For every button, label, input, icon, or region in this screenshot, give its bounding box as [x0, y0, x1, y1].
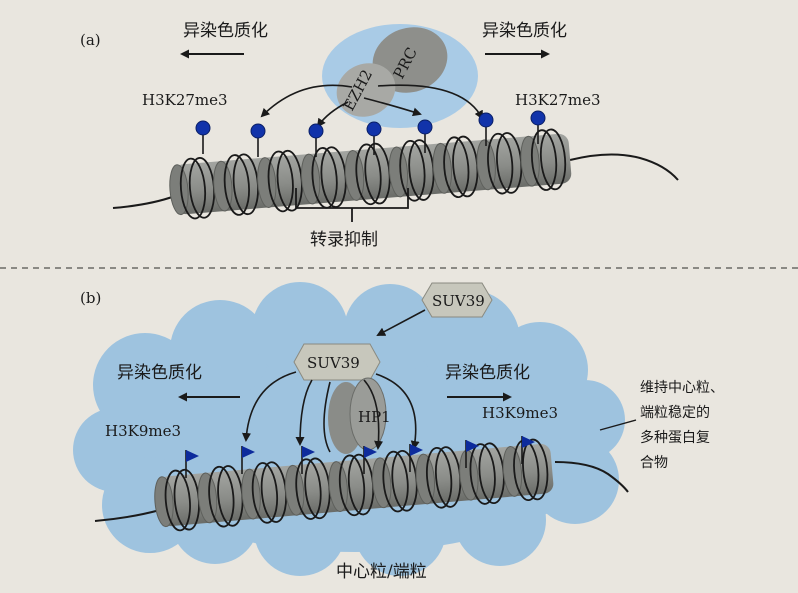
nucleosome: [328, 453, 375, 517]
methyl-lollipop-icon: [478, 112, 494, 146]
arrow-complex-to-left: [260, 84, 353, 118]
repression-label: 转录抑制: [310, 230, 378, 250]
heterochromatin-label-left-a: 异染色质化: [183, 21, 268, 41]
nucleosome: [372, 449, 418, 513]
nucleosome: [154, 468, 200, 532]
methyl-flag-icon: [185, 450, 199, 478]
panel-a-label: (a): [80, 31, 101, 49]
h3k9me3-marks: [185, 436, 535, 478]
methyl-lollipop-icon: [308, 123, 324, 157]
suv39-middle-label: SUV39: [307, 354, 360, 372]
prc-complex: EZH2 PRC: [336, 27, 448, 117]
arrow-complex-to-right-near: [363, 97, 422, 117]
methyl-flag-icon: [363, 446, 377, 474]
arrow-suv39-2: [295, 379, 313, 446]
arrow-suv39-3: [323, 381, 331, 453]
nucleosome: [520, 128, 567, 191]
suv39-top-shape: [421, 282, 493, 318]
panel-b-label: (b): [80, 289, 101, 307]
centromere-telomere-label: 中心粒/端粒: [336, 562, 427, 582]
arrow-suv39-4: [363, 379, 384, 450]
fiber-body: [169, 128, 572, 220]
methyl-lollipop-icon: [417, 119, 433, 153]
arrow-suv39-5: [375, 373, 420, 450]
panel-b: (b) SUV39 SUV39 HP1 异染色质化 异染色质化 H3K9me3 …: [73, 282, 724, 582]
methyl-flag-icon: [409, 444, 423, 472]
dna-tail-left-b: [94, 509, 161, 522]
complex-note-line2: 端粒稳定的: [640, 405, 710, 421]
methyl-flag-icon: [241, 446, 255, 474]
chromatin-fiber-b: [154, 438, 554, 532]
methyl-lollipop-icon: [366, 121, 382, 155]
methyl-lollipop-icon: [530, 110, 546, 144]
dna-tail-right-b: [554, 461, 629, 493]
dna-tail-left-a: [112, 195, 176, 209]
arrow-suv39-recruit: [376, 309, 426, 336]
chromatin-fiber-a: [169, 128, 572, 220]
arrow-complex-to-center: [316, 101, 349, 128]
nucleosome: [213, 153, 259, 216]
suv39-top-label: SUV39: [432, 292, 485, 310]
complex-note-line3: 多种蛋白复: [640, 429, 710, 446]
nucleosome: [415, 446, 462, 509]
hp1-shape: [328, 377, 387, 454]
methyl-flag-icon: [465, 440, 479, 468]
h3k27me3-marks: [195, 110, 546, 157]
suv39-middle-shape: [293, 343, 381, 381]
h3k9me3-label-right: H3K9me3: [482, 404, 558, 422]
methyl-lollipop-icon: [250, 123, 266, 157]
h3k9me3-label-left: H3K9me3: [105, 422, 181, 440]
complex-note-line4: 合物: [640, 455, 668, 471]
h3k27me3-label-left: H3K27me3: [142, 91, 228, 109]
h3k27me3-label-right: H3K27me3: [515, 91, 601, 109]
heterochromatin-label-right-b: 异染色质化: [445, 363, 530, 383]
dna-tail-right-a: [569, 153, 679, 181]
heterochromatin-label-left-b: 异染色质化: [117, 363, 202, 383]
heterochromatin-label-right-a: 异染色质化: [482, 21, 567, 41]
methyl-lollipop-icon: [195, 120, 211, 154]
nucleosome: [476, 132, 523, 195]
fiber-body: [154, 438, 554, 532]
arrow-suv39-1: [242, 371, 297, 442]
nucleosome: [257, 149, 303, 213]
hp1-label: HP1: [358, 408, 391, 426]
complex-note-pointer: [599, 419, 637, 431]
arrow-complex-to-right-far: [377, 84, 483, 120]
methyl-flag-icon: [521, 436, 535, 464]
methyl-flag-icon: [301, 446, 315, 474]
complex-note-line1: 维持中心粒、: [640, 380, 724, 396]
panel-a: (a) EZH2 PRC 异染色质化 异染色质化 H3K27me3 H3K27m…: [80, 21, 679, 250]
